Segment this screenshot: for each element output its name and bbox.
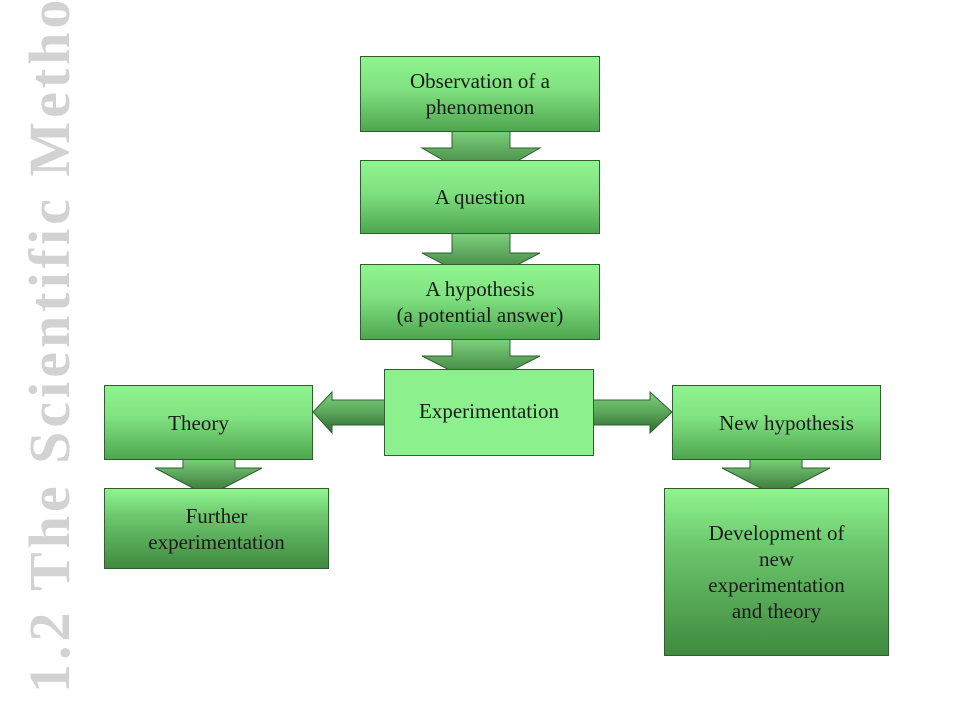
hypothesis-line-1: A hypothesis: [425, 277, 535, 301]
slide-title: 1.2 The Scientific Method: [17, 0, 82, 693]
new-hypothesis-line-1: New hypothesis: [719, 410, 854, 435]
observation-line-2: phenomenon: [425, 95, 535, 119]
question-box: A question: [360, 160, 600, 234]
theory-line-1: Theory: [168, 410, 229, 435]
further-line-2: experimentation: [148, 529, 285, 554]
arrow-experimentation-to-new-hypothesis: [592, 390, 673, 435]
observation-box: Observation of a phenomenon: [360, 56, 600, 132]
observation-line-1: Observation of a: [410, 69, 550, 93]
arrow-experimentation-to-theory: [312, 390, 386, 435]
development-line-2: new: [759, 547, 794, 571]
hypothesis-box: A hypothesis (a potential answer): [360, 264, 600, 340]
theory-box: Theory: [104, 385, 313, 460]
development-line-3: experimentation: [708, 573, 845, 597]
question-line-1: A question: [434, 185, 526, 209]
development-line-1: Development of: [708, 521, 845, 545]
experimentation-box: Experimentation: [384, 369, 594, 456]
hypothesis-line-2: (a potential answer): [396, 303, 564, 327]
further-line-1: Further: [185, 503, 248, 528]
development-line-4: and theory: [731, 599, 822, 623]
further-experimentation-box: Further experimentation: [104, 488, 329, 569]
development-box: Development of new experimentation and t…: [664, 488, 889, 656]
experimentation-line-1: Experimentation: [419, 399, 559, 423]
new-hypothesis-box: New hypothesis: [672, 385, 881, 460]
